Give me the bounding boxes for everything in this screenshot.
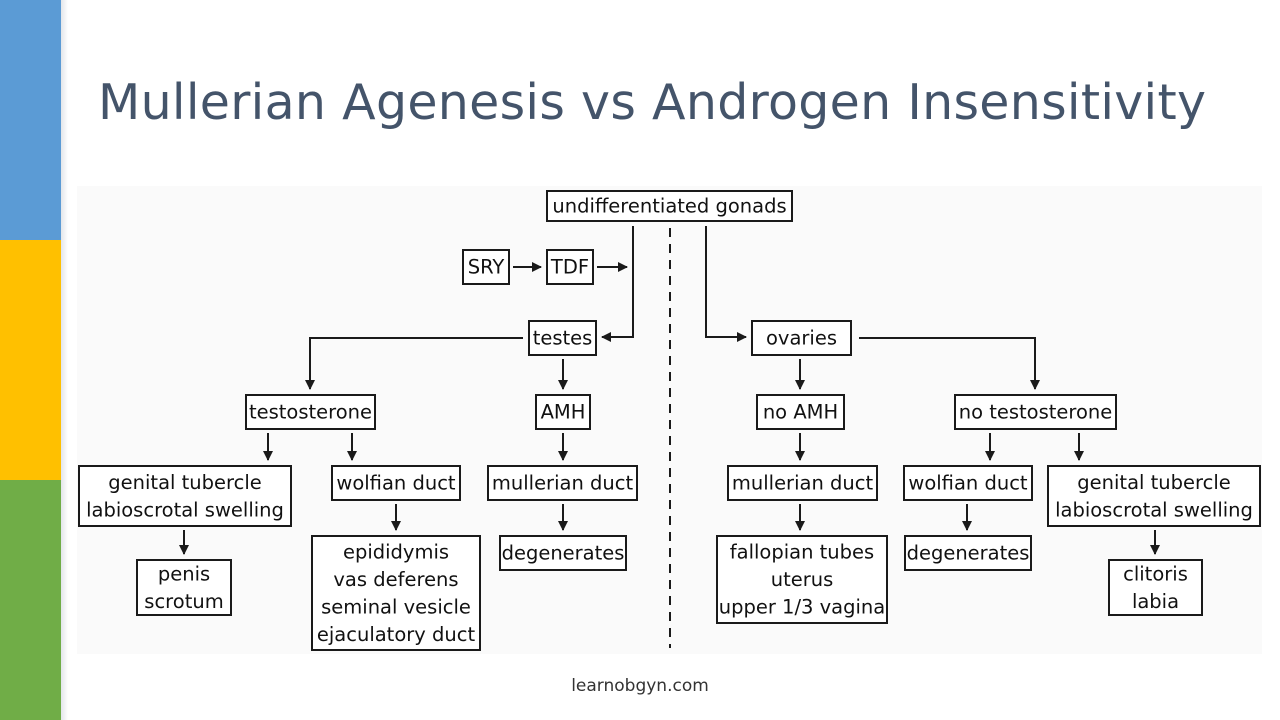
node-mullerian-duct-m: mullerian duct [487, 465, 638, 501]
node-box [487, 465, 638, 501]
node-box [78, 465, 292, 527]
edge-gonads-ovaries [705, 226, 747, 342]
accent-bar-shadow [61, 0, 68, 720]
node-label: uterus [771, 568, 834, 591]
node-label: clitoris [1123, 562, 1188, 585]
node-box [1047, 465, 1261, 527]
node-label: penis [158, 562, 210, 585]
accent-bar-blue [0, 0, 61, 240]
node-clitoris-labia: clitoris labia [1108, 559, 1203, 616]
node-label: wolfian duct [336, 472, 456, 495]
node-box [546, 249, 594, 285]
node-wolffian-duct-f: wolfian duct [903, 465, 1033, 501]
node-box [903, 465, 1033, 501]
node-box [311, 535, 481, 651]
node-label: mullerian duct [492, 472, 634, 495]
node-box [1108, 559, 1203, 616]
node-label: labioscrotal swelling [1055, 498, 1253, 521]
node-box [727, 465, 878, 501]
node-label: no AMH [763, 401, 838, 424]
node-female-ducts: fallopian tubes uterus upper 1/3 vagina [716, 535, 888, 624]
node-label: scrotum [144, 590, 223, 613]
node-box [716, 535, 888, 624]
node-box [904, 535, 1032, 571]
edge-testes-testosterone [305, 337, 523, 390]
node-male-ducts: epididymis vas deferens seminal vesicle eja… [311, 535, 481, 651]
node-box [546, 190, 793, 222]
node-sry: SRY [462, 249, 510, 285]
node-box [499, 535, 627, 571]
node-label: mullerian duct [732, 472, 874, 495]
node-undifferentiated-gonads: undifferentiated gonads [546, 190, 793, 222]
node-box [756, 394, 845, 430]
node-label: AMH [541, 401, 586, 424]
node-label: undifferentiated gonads [552, 195, 786, 218]
node-mullerian-duct-f: mullerian duct [727, 465, 878, 501]
edge-ovaries-notestosterone [859, 337, 1040, 390]
node-label: testes [533, 327, 593, 350]
accent-bar-yellow [0, 240, 61, 480]
node-label: genital tubercle [108, 471, 261, 494]
edge-gonads-testes [601, 226, 634, 342]
node-box [245, 394, 376, 430]
node-label: degenerates [502, 542, 625, 565]
node-genital-tubercle-m: genital tubercle labioscrotal swelling [78, 465, 292, 527]
node-label: fallopian tubes [730, 541, 874, 564]
node-label: labia [1132, 590, 1179, 613]
node-ovaries: ovaries [751, 320, 852, 356]
node-label: ovaries [766, 327, 837, 350]
node-label: labioscrotal swelling [86, 498, 284, 521]
node-box [528, 320, 597, 356]
node-label: degenerates [907, 542, 1030, 565]
node-box [331, 465, 461, 501]
node-wolffian-duct-m: wolfian duct [331, 465, 461, 501]
node-box [136, 559, 232, 616]
node-degenerates-f: degenerates [904, 535, 1032, 571]
accent-bar-green [0, 480, 61, 720]
node-penis-scrotum: penis scrotum [136, 559, 232, 616]
node-label: vas deferens [333, 568, 458, 591]
node-label: wolfian duct [908, 472, 1028, 495]
node-tdf: TDF [546, 249, 594, 285]
node-testes: testes [528, 320, 597, 356]
slide-title: Mullerian Agenesis vs Androgen Insensiti… [98, 74, 1207, 131]
node-label: TDF [550, 256, 589, 279]
node-no-testosterone: no testosterone [954, 394, 1117, 430]
node-amh: AMH [535, 394, 591, 430]
node-label: SRY [468, 256, 505, 279]
node-degenerates-m: degenerates [499, 535, 627, 571]
node-label: no testosterone [959, 401, 1113, 424]
node-label: testosterone [249, 401, 372, 424]
node-testosterone: testosterone [245, 394, 376, 430]
node-genital-tubercle-f: genital tubercle labioscrotal swelling [1047, 465, 1261, 527]
node-no-amh: no AMH [756, 394, 845, 430]
node-box [751, 320, 852, 356]
node-label: ejaculatory duct [317, 623, 476, 646]
node-box [462, 249, 510, 285]
footer-credit: learnobgyn.com [571, 676, 709, 696]
node-box [535, 394, 591, 430]
node-box [954, 394, 1117, 430]
node-label: epididymis [343, 540, 449, 563]
node-label: seminal vesicle [321, 595, 471, 618]
node-label: upper 1/3 vagina [719, 596, 886, 619]
node-label: genital tubercle [1077, 471, 1230, 494]
